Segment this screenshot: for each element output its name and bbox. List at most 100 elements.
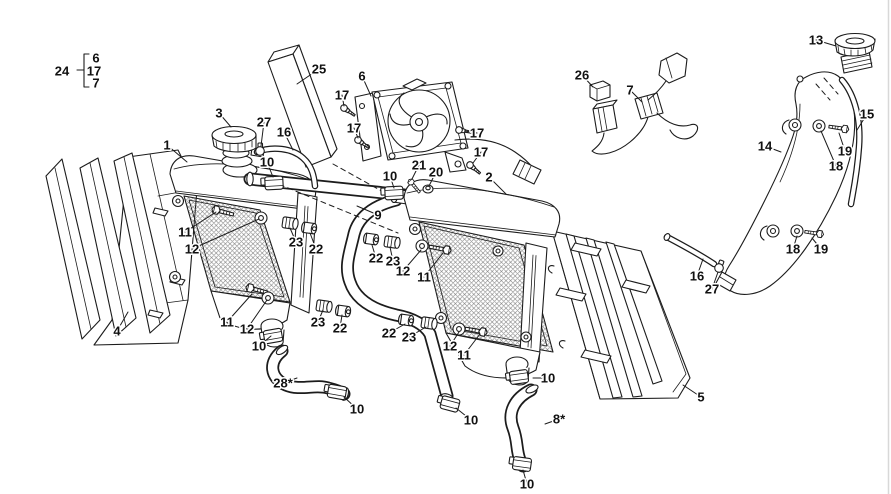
clamp-glyph-10 [322, 382, 348, 401]
callout-mount-washer[interactable]: 12 [394, 262, 411, 280]
callout-tank-fitting[interactable]: 20 [427, 163, 444, 181]
leader-line [116, 311, 129, 332]
radiator-right [389, 179, 561, 386]
leader-line [682, 384, 702, 398]
leader-line [246, 299, 268, 330]
callout-mount-bolt[interactable]: 11 [456, 346, 473, 364]
callout-louver-left[interactable]: 4 [112, 322, 123, 340]
callout-hose-left[interactable]: 28* [272, 374, 295, 392]
callout-kit-item-fan[interactable]: 6 [91, 49, 101, 67]
callout-fan-screw[interactable]: 17 [345, 119, 362, 137]
callout-mount-washer[interactable]: 12 [441, 337, 458, 355]
callout-grommet[interactable]: 23 [400, 328, 417, 346]
callout-reservoir-bolt[interactable]: 19 [812, 240, 829, 258]
callout-grommet[interactable]: 23 [309, 313, 326, 331]
louver-right [547, 230, 691, 400]
leader-line [166, 144, 188, 163]
leader-line [449, 331, 460, 347]
callout-reservoir-tank[interactable]: 14 [756, 137, 774, 155]
callout-hose-clamp[interactable]: 10 [462, 411, 479, 429]
callout-reservoir-washer[interactable]: 18 [827, 157, 844, 175]
callout-spacer[interactable]: 22 [307, 240, 324, 258]
frame-spar [267, 44, 338, 168]
callout-hose-clamp[interactable]: 10 [381, 167, 398, 185]
callout-hose-clamp[interactable]: 10 [258, 153, 275, 171]
callout-fitting-bolt[interactable]: 21 [410, 156, 427, 174]
callout-overflow-clamp[interactable]: 27 [255, 113, 272, 131]
callout-frame-spar[interactable]: 25 [310, 60, 327, 78]
callout-reservoir-drain-hose[interactable]: 16 [688, 267, 705, 285]
wiring-harness [589, 52, 699, 155]
washer-glyph-12 [452, 322, 466, 336]
callout-radiator-left[interactable]: 1 [162, 136, 172, 154]
callout-spacer[interactable]: 22 [331, 319, 348, 337]
callout-radiator-right[interactable]: 2 [484, 168, 494, 186]
leader-line [463, 333, 481, 356]
callout-mount-bolt[interactable]: 11 [416, 268, 433, 286]
callout-spacer[interactable]: 22 [367, 249, 384, 267]
callout-kit-item-screw[interactable]: 17 [85, 62, 102, 80]
leader-line [356, 205, 379, 216]
callout-grommet[interactable]: 23 [287, 233, 304, 251]
callout-fan[interactable]: 6 [357, 67, 367, 85]
grommet-glyph-23 [383, 235, 402, 250]
leader-line [343, 396, 358, 410]
clamp-glyph-10 [435, 393, 461, 414]
callout-wiring-harness[interactable]: 7 [625, 81, 635, 99]
callout-hose-clamp[interactable]: 10 [348, 400, 365, 418]
callout-reservoir-washer[interactable]: 18 [784, 240, 801, 258]
reservoir-assembly [663, 32, 876, 295]
callout-kit-item-harness[interactable]: 7 [91, 74, 101, 92]
leader-line [629, 89, 643, 103]
leader-line [764, 145, 782, 153]
leader-line [218, 112, 232, 128]
callout-mount-bolt[interactable]: 11 [177, 223, 194, 241]
leader-line [696, 258, 704, 277]
callout-fan-screw[interactable]: 17 [333, 86, 350, 104]
callout-mount-bolt[interactable]: 11 [219, 313, 236, 331]
callout-drain-clamp[interactable]: 27 [703, 280, 720, 298]
leader-line [815, 39, 837, 47]
callout-water-pipe[interactable]: 9 [373, 206, 383, 224]
callout-fan-screw[interactable]: 17 [468, 124, 485, 142]
callout-radiator-cap[interactable]: 3 [214, 104, 224, 122]
callout-reservoir-bolt[interactable]: 19 [836, 142, 853, 160]
leader-line [309, 232, 317, 250]
louver-clip [147, 309, 164, 319]
leader-line [191, 218, 260, 250]
grommet-glyph-23 [420, 316, 439, 331]
leader-line [258, 335, 272, 347]
leader-line [838, 132, 846, 152]
leader-line [856, 113, 868, 131]
louver-left [45, 149, 198, 346]
callout-hose-clamp[interactable]: 10 [518, 475, 535, 493]
leader-line [389, 175, 395, 189]
spacer-glyph-22 [300, 221, 318, 235]
leader-line [353, 127, 359, 139]
callout-spacer[interactable]: 22 [380, 324, 397, 342]
legend-bracket [76, 53, 90, 88]
leader-line [371, 244, 377, 259]
leader-line [411, 164, 420, 180]
callout-hardware-kit[interactable]: 24 [53, 62, 71, 80]
callout-reservoir-cap[interactable]: 13 [807, 31, 824, 49]
leader-line [792, 235, 798, 250]
callout-relay[interactable]: 26 [573, 66, 590, 84]
reservoir-nipple [715, 271, 737, 292]
spacer-glyph-22 [397, 313, 415, 327]
callout-reservoir-hose[interactable]: 15 [858, 105, 875, 123]
callout-hose-clamp[interactable]: 10 [250, 337, 267, 355]
callout-fan-screw[interactable]: 17 [472, 143, 489, 161]
callout-hose-clamp[interactable]: 10 [539, 369, 556, 387]
callout-grommet[interactable]: 23 [384, 252, 401, 270]
callout-mount-washer[interactable]: 12 [238, 320, 255, 338]
callout-louver-right[interactable]: 5 [696, 388, 706, 406]
fan-connector [512, 159, 542, 185]
callout-hose-right[interactable]: 8* [551, 410, 567, 428]
callout-mount-washer[interactable]: 12 [183, 240, 200, 258]
callout-overflow-hose[interactable]: 16 [275, 123, 292, 141]
leader-line [472, 151, 482, 164]
